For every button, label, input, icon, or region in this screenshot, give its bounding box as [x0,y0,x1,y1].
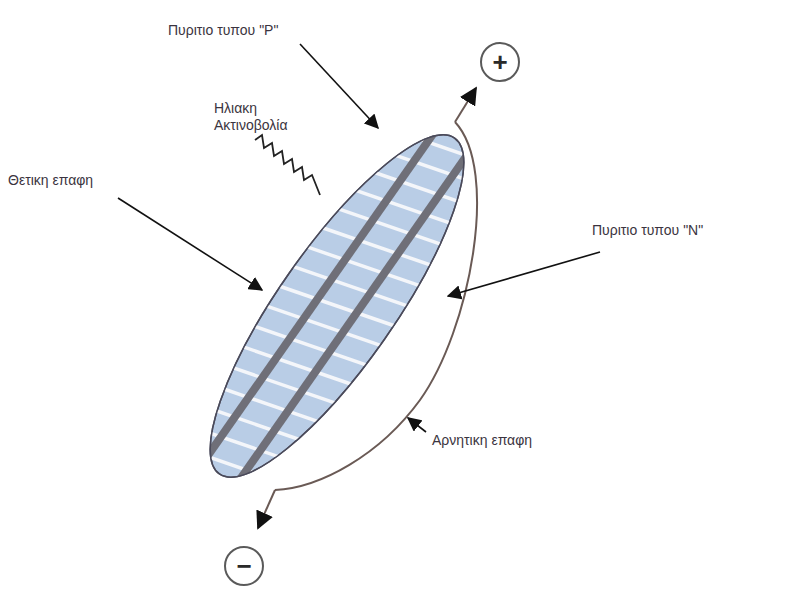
terminal-sign: + [492,49,507,75]
leader-line [118,198,262,290]
part-label: Ηλιακη Ακτινοβολία [214,100,314,134]
negative-lead [258,490,275,528]
part-label: Αρνητικη επαφη [432,432,632,449]
cell-face [153,86,520,527]
solar-radiation-wave [255,135,320,195]
busbar [191,112,450,477]
terminal-circle: + [480,42,520,82]
part-label: Θετικη επαφη [8,172,138,189]
part-label: Πυριτιο τυπου "N" [592,222,792,239]
part-label: Πυριτιο τυπου "P" [168,22,338,39]
leader-line [408,418,426,432]
leader-line [448,252,600,296]
leader-line [300,44,378,128]
terminal-sign: − [236,553,251,579]
terminal-circle: − [224,546,264,586]
positive-lead [455,88,476,122]
